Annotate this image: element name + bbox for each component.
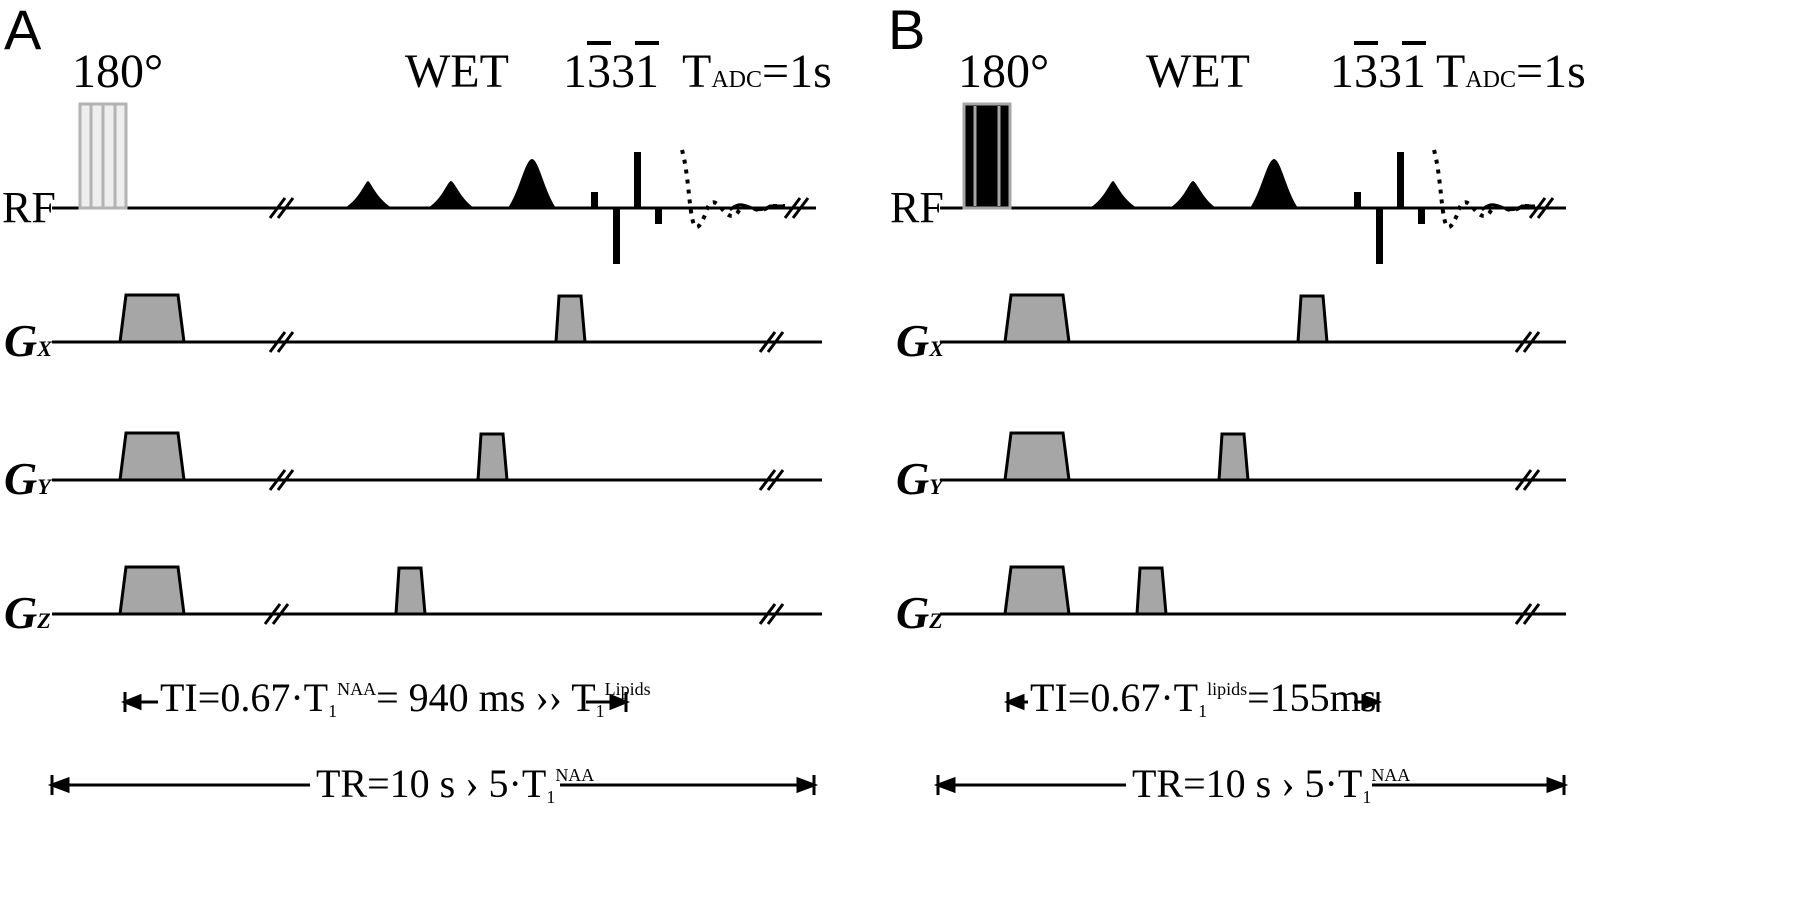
ti-arrow [120, 692, 631, 712]
time-break-mark [268, 197, 810, 219]
time-break-mark [1514, 469, 1541, 491]
binomial-pulses [591, 152, 662, 264]
gy-spoiler-gradient [118, 431, 186, 482]
gy-channel-label: GY [896, 453, 943, 504]
fid-tail [1480, 203, 1535, 212]
wet-label: WET [405, 45, 509, 98]
gx-spoiler-gradient [1003, 293, 1071, 344]
tr-annotation: TR=10 s › 5·T1NAA [1132, 761, 1411, 807]
gx-spoiler-gradient [118, 293, 186, 344]
inversion-pulse [962, 102, 1012, 210]
gy-spoiler-gradient [1003, 431, 1071, 482]
time-break-mark [263, 603, 785, 625]
inversion-pulse-label: 180° [72, 45, 164, 98]
time-break-mark [268, 469, 785, 491]
tr-annotation: TR=10 s › 5·T1NAA [316, 761, 595, 807]
gx-channel-label: GX [4, 315, 52, 366]
gy-wet-gradient [476, 432, 509, 482]
adc-time-label: TADC=1s [682, 45, 832, 98]
fid-signal [1432, 149, 1535, 229]
fid-signal [680, 149, 785, 229]
wet-pulses [345, 159, 556, 208]
time-break-mark [1514, 331, 1541, 353]
wet-label: WET [1146, 45, 1250, 98]
gz-channel-label: GZ [4, 587, 51, 638]
wet-pulses [1090, 159, 1298, 208]
gz-wet-gradient [1135, 566, 1168, 616]
gz-spoiler-gradient [118, 565, 186, 616]
gx-channel-label: GX [896, 315, 944, 366]
gx-wet-gradient [554, 294, 587, 344]
gz-channel-label: GZ [896, 587, 943, 638]
panel-a-graphics [47, 102, 822, 795]
tr-arrow [933, 775, 1569, 795]
panel-label: B [888, 0, 926, 61]
time-break-mark [1528, 197, 1555, 219]
panel-b-graphics [933, 102, 1569, 795]
gy-wet-gradient [1217, 432, 1250, 482]
time-break-mark [1514, 603, 1541, 625]
time-break-mark [268, 331, 785, 353]
ti-annotation: TI=0.67·T1NAA= 940 ms ›› T1Lipids [160, 675, 651, 721]
rf-channel-label: RF [890, 183, 944, 232]
rf-channel-label: RF [2, 183, 56, 232]
tr-arrow [47, 775, 819, 795]
gy-channel-label: GY [4, 453, 51, 504]
binomial-pulse-label: 1331 [563, 45, 659, 98]
gx-wet-gradient [1296, 294, 1329, 344]
binomial-pulses [1354, 152, 1425, 264]
panel-label: A [4, 0, 42, 61]
ti-annotation: TI=0.67·T1lipids=155ms [1030, 675, 1377, 721]
inversion-pulse [78, 102, 128, 210]
ti-arrow [1003, 692, 1383, 712]
inversion-pulse-label: 180° [958, 45, 1050, 98]
binomial-pulse-label: 1331 [1330, 45, 1426, 98]
adc-time-label: TADC=1s [1436, 45, 1586, 98]
gz-wet-gradient [394, 566, 427, 616]
fid-tail [728, 203, 785, 212]
gz-spoiler-gradient [1003, 565, 1071, 616]
